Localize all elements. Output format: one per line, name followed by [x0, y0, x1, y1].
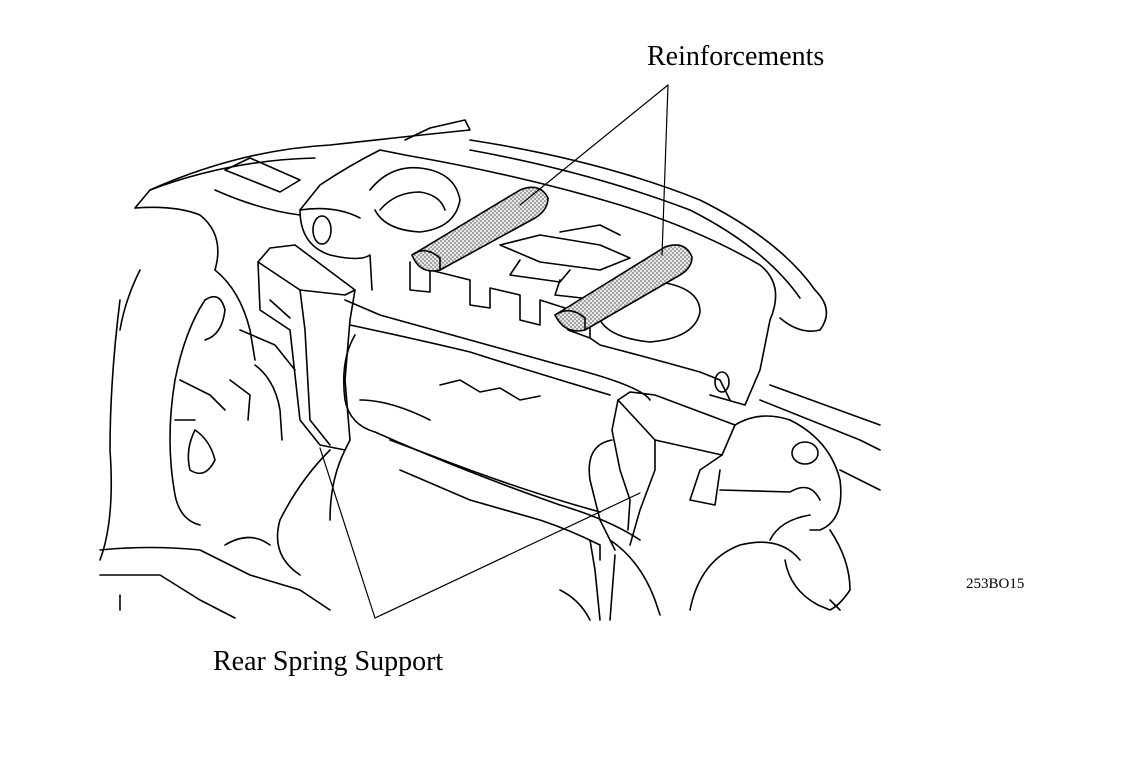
figure-code-label: 253BO15 [966, 576, 1025, 592]
leader-lines [319, 84, 669, 619]
upper-body-panel [134, 119, 828, 332]
rear-spring-support-label: Rear Spring Support [213, 646, 444, 677]
rear-cross-member [342, 299, 651, 541]
right-reinforcement-bar [554, 244, 693, 332]
spring-support-leader-right [374, 492, 641, 619]
reinforcement-leader-right [661, 84, 669, 256]
reinforcement-leader-left [519, 84, 669, 206]
reinforcement-bars [411, 186, 693, 332]
right-rear-spring-support [588, 391, 736, 551]
floor-pan [99, 449, 841, 621]
right-wheelhouse [689, 384, 881, 611]
left-wheelhouse [99, 269, 296, 561]
spring-support-leader-left [319, 447, 376, 619]
left-reinforcement-bar [411, 186, 549, 272]
reinforcements-label: Reinforcements [647, 41, 825, 72]
parcel-shelf [299, 149, 777, 406]
left-rear-spring-support [257, 244, 356, 451]
